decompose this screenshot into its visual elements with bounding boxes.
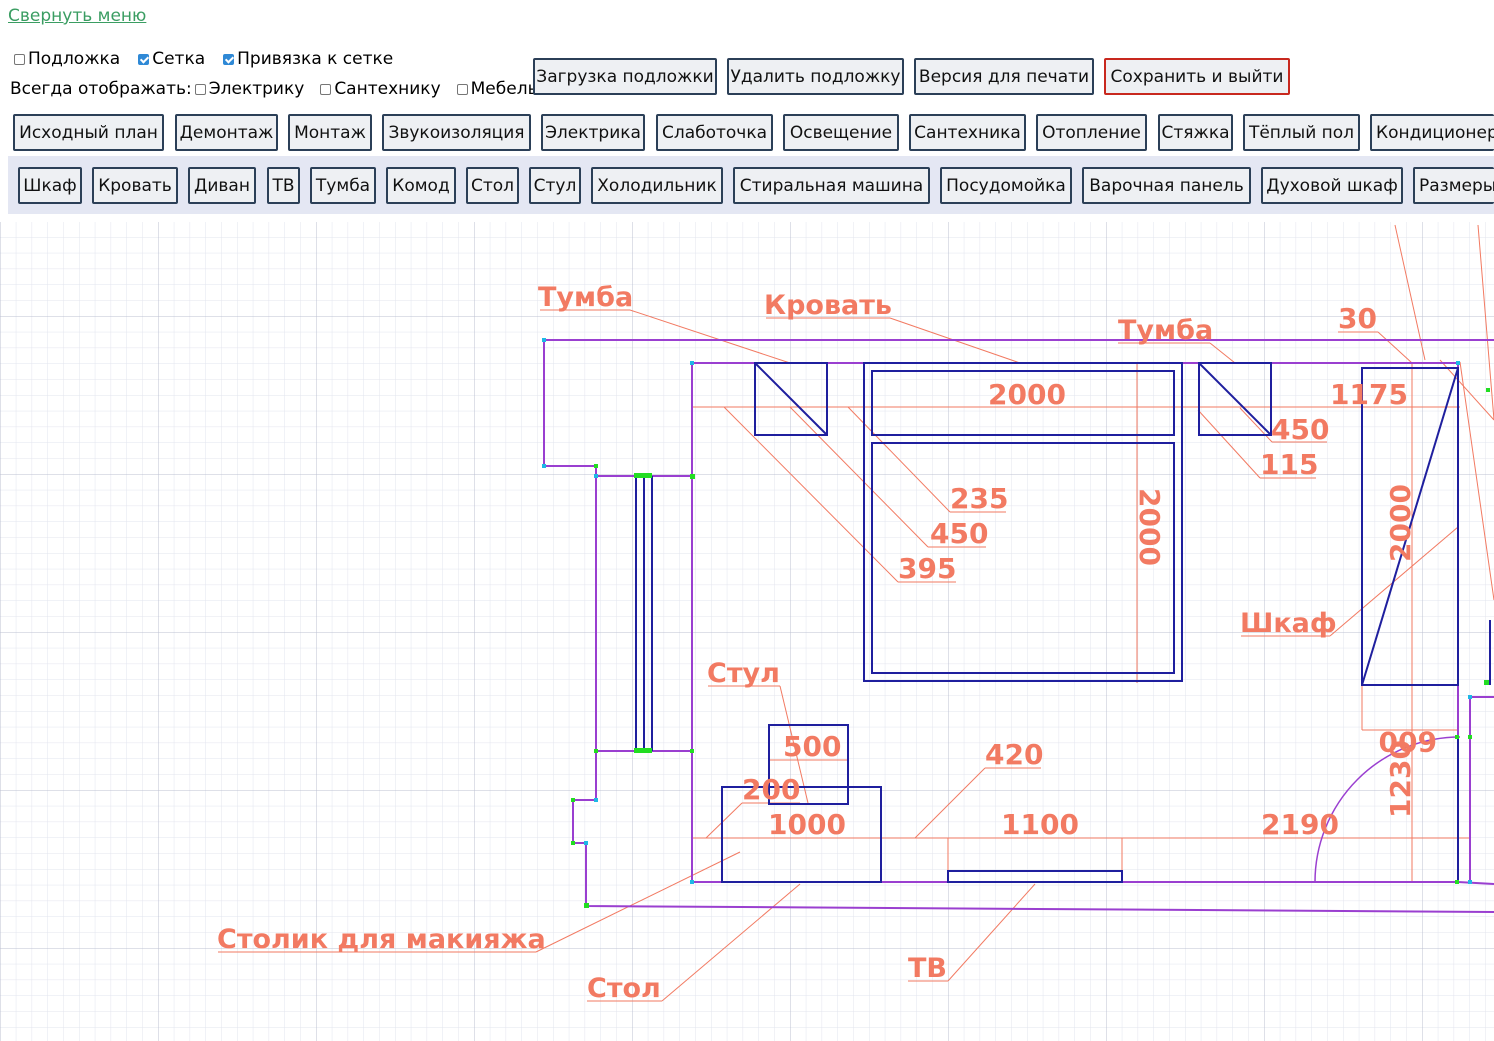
tool-bed[interactable]: Кровать: [92, 167, 178, 204]
delete-underlay-button[interactable]: Удалить подложку: [727, 58, 904, 95]
dim-500: 500: [783, 730, 841, 763]
snap-checkbox-box[interactable]: [223, 53, 235, 65]
nightstand-right[interactable]: [1198, 362, 1272, 436]
tab-low-current[interactable]: Слаботочка: [656, 114, 773, 151]
tab-lighting[interactable]: Освещение: [783, 114, 899, 151]
electrics-checkbox-label: Электрику: [208, 79, 305, 99]
tab-warm-floor[interactable]: Тёплый пол: [1243, 114, 1360, 151]
label-chair: Стул: [707, 658, 780, 689]
collapse-menu-link[interactable]: Свернуть меню: [8, 6, 147, 26]
grid-checkbox-label: Сетка: [152, 49, 206, 69]
underlay-checkbox[interactable]: Подложка: [10, 49, 120, 69]
snap-checkbox[interactable]: Привязка к сетке: [219, 49, 393, 69]
wall-nodes: [542, 338, 1490, 908]
label-tv: ТВ: [908, 953, 947, 984]
door-swing: [1314, 736, 1461, 883]
tab-plumbing[interactable]: Сантехника: [909, 114, 1026, 151]
furniture-checkbox-label: Мебель: [470, 79, 538, 99]
tool-table[interactable]: Стол: [466, 167, 519, 204]
dim-1100: 1100: [1001, 808, 1079, 841]
grid-checkbox[interactable]: Сетка: [134, 49, 205, 69]
snap-checkbox-label: Привязка к сетке: [237, 49, 394, 69]
tab-screed[interactable]: Стяжка: [1158, 114, 1233, 151]
dim-450-b: 450: [930, 517, 988, 550]
dim-235: 235: [950, 482, 1008, 515]
tool-chair[interactable]: Стул: [529, 167, 581, 204]
print-version-button[interactable]: Версия для печати: [914, 58, 1094, 95]
tab-heating[interactable]: Отопление: [1036, 114, 1147, 151]
bed-mattress: [871, 442, 1175, 674]
label-table: Стол: [587, 973, 661, 1004]
tool-oven[interactable]: Духовой шкаф: [1261, 167, 1403, 204]
tool-washing-machine[interactable]: Стиральная машина: [733, 167, 930, 204]
underlay-checkbox-label: Подложка: [28, 49, 121, 69]
wardrobe[interactable]: [1361, 367, 1459, 686]
dim-2190: 2190: [1261, 808, 1339, 841]
dim-200: 200: [742, 773, 800, 806]
label-nightstand-right: Тумба: [1118, 315, 1213, 346]
dim-30: 30: [1338, 302, 1377, 335]
tool-wardrobe[interactable]: Шкаф: [18, 167, 82, 204]
tab-initial-plan[interactable]: Исходный план: [13, 114, 164, 151]
furniture-checkbox[interactable]: Мебель: [453, 79, 538, 99]
plumbing-checkbox-label: Сантехнику: [334, 79, 441, 99]
options-row-2: Всегда отображать: Электрику Сантехнику …: [10, 77, 552, 101]
dim-1175: 1175: [1330, 378, 1408, 411]
dim-450-a: 450: [1271, 413, 1329, 446]
tool-fridge[interactable]: Холодильник: [591, 167, 723, 204]
tab-electrics[interactable]: Электрика: [541, 114, 645, 151]
grid-major: [0, 222, 1494, 1041]
label-makeup-table: Столик для макияжа: [217, 924, 546, 955]
electrics-checkbox[interactable]: Электрику: [192, 79, 305, 99]
grid-checkbox-box[interactable]: [138, 53, 150, 65]
tool-dishwasher[interactable]: Посудомойка: [940, 167, 1072, 204]
tool-sofa[interactable]: Диван: [188, 167, 256, 204]
dim-bed-length: 2000: [1133, 488, 1166, 566]
tool-tv[interactable]: ТВ: [267, 167, 300, 204]
plumbing-checkbox-box[interactable]: [320, 83, 332, 95]
furniture: [635, 362, 1491, 883]
dim-1230: 1230: [1384, 740, 1417, 818]
tab-demolition[interactable]: Демонтаж: [175, 114, 278, 151]
dim-395: 395: [898, 552, 956, 585]
dim-1000: 1000: [768, 808, 846, 841]
bed-pillow: [871, 370, 1175, 436]
dim-115: 115: [1260, 448, 1318, 481]
tool-dimensions[interactable]: Размеры: [1413, 167, 1494, 204]
dim-420: 420: [985, 738, 1043, 771]
desk[interactable]: [721, 786, 882, 883]
tab-installation[interactable]: Монтаж: [288, 114, 372, 151]
label-nightstand-left: Тумба: [538, 282, 633, 313]
tab-soundproofing[interactable]: Звукоизоляция: [382, 114, 531, 151]
tool-hob[interactable]: Варочная панель: [1082, 167, 1251, 204]
dim-wardrobe: 2000: [1384, 484, 1417, 562]
electrics-checkbox-box[interactable]: [194, 83, 206, 95]
nightstand-left[interactable]: [754, 362, 828, 436]
label-wardrobe: Шкаф: [1240, 608, 1337, 639]
bed[interactable]: [863, 362, 1183, 682]
save-exit-button[interactable]: Сохранить и выйти: [1104, 58, 1290, 95]
plumbing-checkbox[interactable]: Сантехнику: [316, 79, 441, 99]
furniture-checkbox-box[interactable]: [456, 83, 468, 95]
tv-stand[interactable]: [947, 870, 1123, 883]
always-show-label: Всегда отображать:: [10, 79, 192, 99]
dim-600: 600: [1379, 725, 1437, 758]
label-bed: Кровать: [764, 290, 892, 321]
load-underlay-button[interactable]: Загрузка подложки: [533, 58, 717, 95]
underlay-checkbox-box[interactable]: [14, 53, 25, 65]
chair[interactable]: [768, 724, 849, 805]
options-row-1: Подложка Сетка Привязка к сетке: [10, 47, 407, 71]
floor-plan-canvas[interactable]: Тумба Кровать Тумба Шкаф Стул Столик для…: [0, 222, 1494, 1041]
dim-bed-width: 2000: [988, 378, 1066, 411]
tab-air-conditioning[interactable]: Кондиционер: [1370, 114, 1494, 151]
tool-nightstand[interactable]: Тумба: [310, 167, 376, 204]
tool-chest[interactable]: Комод: [386, 167, 456, 204]
